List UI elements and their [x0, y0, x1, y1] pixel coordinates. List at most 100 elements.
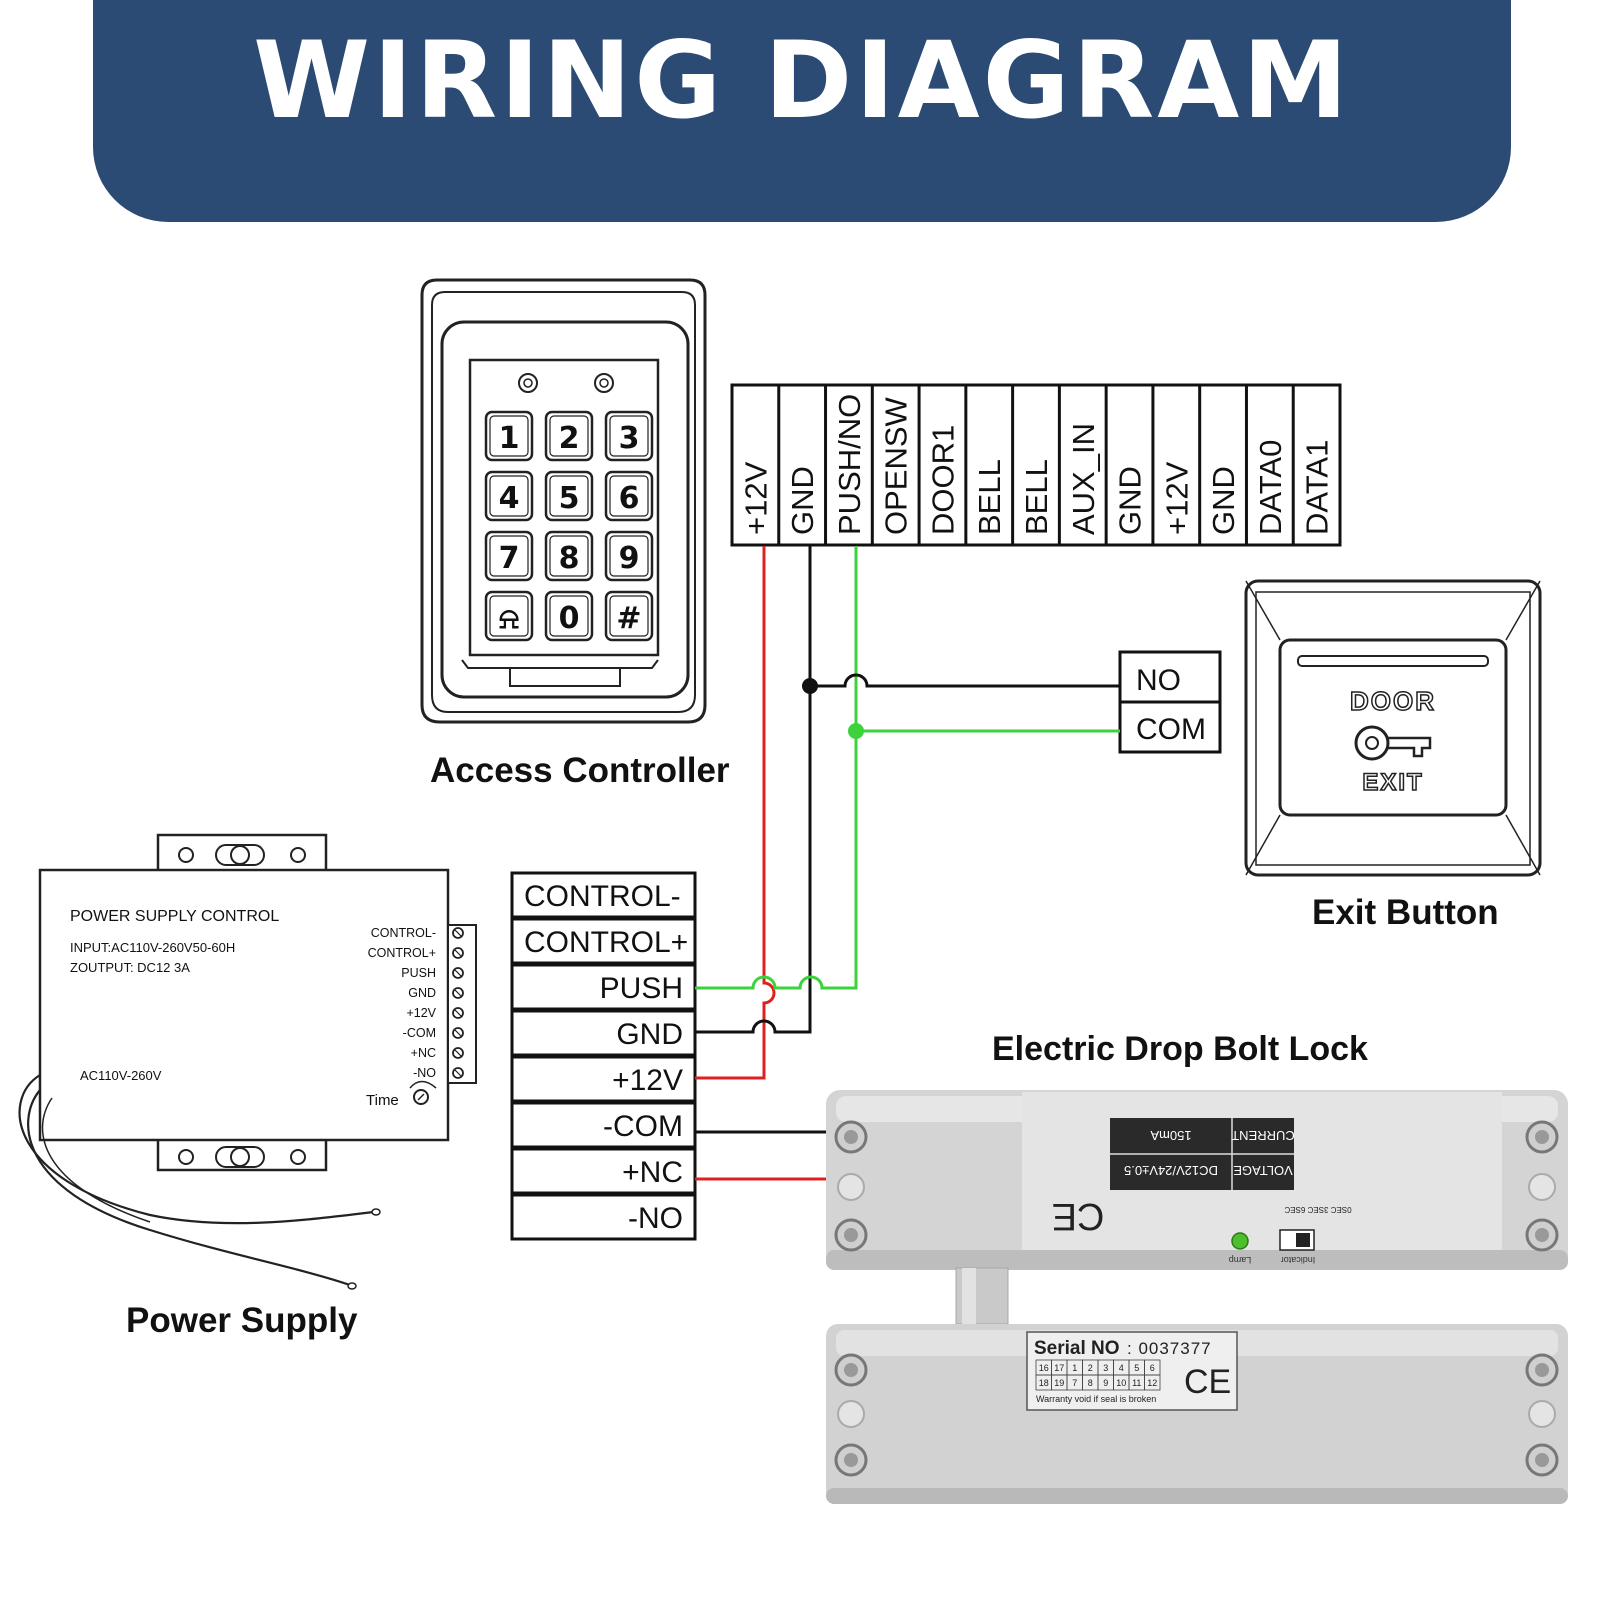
serial-grid-number: 4 [1119, 1363, 1124, 1373]
lock-ce-mark: CE [1184, 1363, 1231, 1401]
exit-text: EXIT [1362, 769, 1423, 796]
serial-prefix: Serial NO [1034, 1338, 1120, 1359]
psu-terminal-cell [510, 1101, 697, 1149]
screw-slot [454, 1009, 462, 1017]
keypad-key-inner [549, 595, 589, 637]
keypad-key [604, 530, 654, 582]
keypad-key-inner [609, 535, 649, 577]
power-supply-label: Power Supply [126, 1301, 358, 1340]
lock-spec-current-value: 150mA [1150, 1128, 1192, 1143]
controller-terminal-label: PUSH/NO [832, 394, 867, 535]
keypad-key-inner [609, 475, 649, 517]
keypad-key-inner [549, 475, 589, 517]
wire-black-exit-no [810, 673, 1120, 688]
serial-grid-number: 8 [1088, 1378, 1093, 1388]
keypad-key-inner [609, 595, 649, 637]
exit-terminal-block: NO COM [1118, 650, 1222, 754]
serial-grid-cell [1144, 1374, 1161, 1391]
keypad-key-inner [549, 535, 589, 577]
electric-drop-bolt-lock: Electric Drop Bolt Lock VOLTAGE DC12V/24… [826, 1030, 1568, 1504]
serial-grid-number: 5 [1134, 1363, 1139, 1373]
psu-side-label: -NO [413, 1066, 436, 1080]
lamp-indicator-light [1231, 1232, 1249, 1250]
keypad-key [544, 410, 594, 462]
exit-button: DOOR EXIT Exit Button [1244, 579, 1542, 932]
keypad-key-inner [609, 415, 649, 457]
wire-green-push [695, 546, 858, 990]
keypad-key-label: 8 [559, 541, 580, 576]
psu-output-text: ZOUTPUT: DC12 3A [70, 960, 190, 975]
psu-panel-title: POWER SUPPLY CONTROL [70, 908, 279, 925]
serial-grid-number: 18 [1039, 1378, 1049, 1388]
controller-terminal-label: DATA1 [1300, 440, 1335, 535]
psu-terminal-label: CONTROL+ [524, 926, 688, 959]
keypad-key-label: 7 [499, 541, 520, 576]
keypad-key [484, 410, 534, 462]
psu-input-text: INPUT:AC110V-260V50-60H [70, 940, 235, 955]
indicator-text: Indicator [1281, 1255, 1316, 1265]
psu-terminal-label: PUSH [600, 972, 683, 1005]
controller-terminal-label: BELL [1019, 459, 1054, 535]
keypad-key [484, 530, 534, 582]
screw-slot [454, 929, 462, 937]
exit-button-label: Exit Button [1312, 893, 1499, 932]
psu-terminal-cell [510, 917, 697, 965]
delay-text: 0SEC 3SEC 6SEC [1284, 1205, 1351, 1214]
controller-terminal-label: BELL [972, 459, 1007, 535]
psu-terminal-label: +12V [612, 1064, 683, 1097]
screw-slot [454, 1049, 462, 1057]
junction-green [848, 723, 864, 739]
serial-value: : 0037377 [1127, 1339, 1212, 1358]
psu-side-label: CONTROL- [371, 926, 436, 940]
keypad-key-label: ⍾ [499, 601, 519, 636]
serial-grid-number: 2 [1088, 1363, 1093, 1373]
psu-terminal-label: +NC [622, 1156, 683, 1189]
exit-terminal-no: NO [1136, 664, 1181, 697]
keypad-key-inner [489, 475, 529, 517]
controller-terminal-label: GND [1113, 466, 1148, 535]
serial-grid-number: 12 [1147, 1378, 1157, 1388]
psu-side-label: GND [408, 986, 436, 1000]
psu-terminal-label: GND [616, 1018, 683, 1051]
keypad-key-label: 9 [619, 541, 640, 576]
keypad-key-label: 3 [619, 421, 640, 456]
keypad-key [544, 590, 594, 642]
psu-side-label: +NC [411, 1046, 436, 1060]
key-icon [1354, 725, 1432, 761]
exit-terminal-com: COM [1136, 713, 1206, 746]
keypad-key [544, 530, 594, 582]
controller-terminal-label: +12V [1159, 461, 1194, 535]
wire-red-12v [695, 546, 776, 1080]
lock-spec-current-label: CURRENT [1231, 1128, 1295, 1143]
psu-time-text: Time [366, 1092, 399, 1109]
wires [695, 546, 1120, 1181]
serial-grid-number: 10 [1116, 1378, 1126, 1388]
wire-black-gnd [695, 546, 812, 1034]
warranty-text: Warranty void if seal is broken [1036, 1394, 1156, 1404]
psu-terminal-label: -NO [628, 1202, 683, 1235]
psu-side-label: PUSH [401, 966, 436, 980]
screw-slot [454, 969, 462, 977]
serial-grid-number: 7 [1072, 1378, 1077, 1388]
page-title: WIRING DIAGRAM [253, 19, 1351, 142]
keypad-key [604, 410, 654, 462]
keypad-key-inner [489, 535, 529, 577]
serial-grid-number: 16 [1039, 1363, 1049, 1373]
psu-terminal-cell [510, 871, 697, 919]
keypad-key-label: # [616, 601, 641, 636]
keypad-key [604, 590, 654, 642]
keypad-key-label: 1 [499, 421, 520, 456]
keypad-key [604, 470, 654, 522]
access-controller-label: Access Controller [430, 751, 730, 790]
psu-terminal-cell [510, 1009, 697, 1057]
keypad-key-inner [489, 415, 529, 457]
power-supply: POWER SUPPLY CONTROL INPUT:AC110V-260V50… [18, 833, 477, 1340]
psu-side-label: +12V [406, 1006, 436, 1020]
keypad-key-inner [489, 595, 529, 637]
serial-grid-number: 17 [1054, 1363, 1064, 1373]
